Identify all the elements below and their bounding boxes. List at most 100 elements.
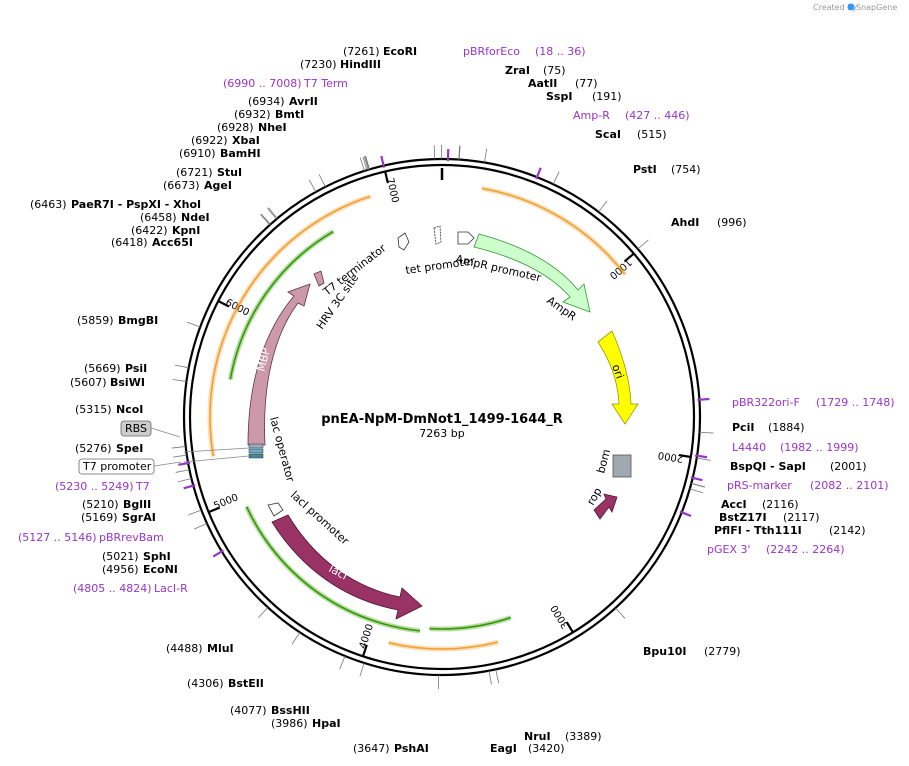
enzyme-site-line (186, 321, 201, 328)
mbp-arrow (247, 283, 311, 446)
enzyme-site-line (365, 155, 370, 170)
primer-range-pbr322ori-f: (1729 .. 1748) (816, 396, 895, 409)
enzyme-name-bglii: BglII (123, 498, 151, 511)
enzyme-site-line (637, 239, 649, 250)
enzyme-site-line (177, 478, 192, 483)
lac-operator-box (248, 443, 264, 449)
primer-range-t7: (5230 .. 5249) (55, 480, 134, 493)
primer-name-t7-term: T7 Term (303, 77, 348, 90)
t7-promoter-label: T7 promoter (82, 460, 152, 473)
enzyme-pos-psii: (5669) (84, 362, 121, 375)
enzyme-site-line (359, 157, 365, 172)
enzyme-name-sgrai: SgrAI (122, 511, 156, 524)
orf-arcs (207, 186, 627, 652)
enzyme-pos-bspqi: (2001) (830, 460, 867, 473)
enzyme-site-line (363, 156, 369, 170)
enzyme-name-agei: AgeI (204, 179, 232, 192)
primer-range-pbrforeco: (18 .. 36) (535, 45, 586, 58)
enzyme-name-hpai: HpaI (312, 717, 341, 730)
enzyme-site-line (458, 145, 461, 160)
primer-range-l4440: (1982 .. 1999) (780, 441, 859, 454)
enzyme-name-bmgbi: BmgBI (118, 314, 158, 327)
enzyme-pos-sgrai: (5169) (81, 511, 118, 524)
enzyme-pos-bsteii: (4306) (187, 677, 224, 690)
tick-mark (623, 252, 635, 263)
enzyme-pos-econi: (4956) (102, 563, 139, 576)
enzyme-pos-ahdi: (996) (717, 216, 747, 229)
t7-promoter-leader (153, 461, 182, 467)
enzyme-name-kpni: KpnI (172, 224, 200, 237)
enzyme-pos-agei: (6673) (163, 179, 200, 192)
rbs-label: RBS (125, 422, 147, 435)
enzyme-pos-bglii: (5210) (82, 498, 119, 511)
enzyme-site-line (488, 670, 492, 685)
enzyme-pos-avrii: (6934) (248, 95, 285, 108)
enzyme-name-hindiii: HindIII (340, 58, 381, 71)
tick-mark (361, 644, 368, 657)
primer-site-mark (679, 510, 692, 517)
enzyme-name-bsteii: BstEII (228, 677, 264, 690)
enzyme-name-bspqi: BspQI - SapI (730, 460, 806, 473)
enzyme-pos-bsiwi: (5607) (70, 376, 107, 389)
enzyme-pos-zrai: (75) (543, 64, 566, 77)
enzyme-site-line (359, 662, 365, 677)
backbone-inner (188, 163, 696, 671)
enzyme-site-line (458, 145, 461, 160)
primer-site-mark (694, 454, 708, 459)
enzyme-name-psii: PsiI (125, 362, 147, 375)
enzyme-name-ncoi: NcoI (116, 403, 143, 416)
enzyme-name-psti: PstI (633, 163, 657, 176)
enzyme-site-line (174, 364, 189, 369)
primer-site-mark (697, 397, 710, 401)
enzyme-name-bsiwi: BsiWI (110, 376, 145, 389)
enzyme-name-eagi: EagI (490, 742, 517, 755)
tet-promoter-arrow (433, 225, 442, 245)
label-ori: ori (609, 363, 626, 381)
enzyme-pos-ecori: (7261) (343, 45, 380, 58)
tick-label: 4000 (358, 623, 376, 651)
primer-site-mark (690, 476, 703, 482)
primer-site-mark (212, 549, 225, 558)
orf-arc-green-left-line (229, 230, 334, 380)
tick-mark (565, 621, 574, 633)
enzyme-pos-eagi: (3420) (528, 742, 565, 755)
enzyme-labels: (7261) EcoRI (7230) HindIII ZraI (75) Aa… (30, 45, 867, 755)
hrv-3c-site-mark (313, 270, 325, 287)
enzyme-site-line (188, 509, 202, 516)
enzyme-site-line (268, 207, 278, 219)
enzyme-site-line (689, 488, 704, 494)
enzyme-name-pcii: PciI (732, 421, 754, 434)
primer-name-laci-r: LacI-R (154, 582, 188, 595)
enzyme-site-line (172, 454, 187, 458)
orf-arc-bottom-line (388, 641, 499, 650)
tick-label: 2000 (657, 449, 684, 464)
enzyme-name-bpu10i: Bpu10I (643, 645, 687, 658)
enzyme-name-ecori: EcoRI (383, 45, 417, 58)
enzyme-pos-psti: (754) (671, 163, 701, 176)
primer-name-prs-marker: pRS-marker (727, 479, 792, 492)
t7-promoter-label-box (78, 458, 155, 475)
enzyme-name-zrai: ZraI (505, 64, 530, 77)
enzyme-name-spei: SpeI (116, 442, 143, 455)
enzyme-site-line (691, 483, 705, 488)
enzyme-pos-xbai: (6922) (191, 134, 228, 147)
enzyme-pos-nrui: (3389) (565, 730, 602, 743)
rbs-label-box (120, 420, 152, 437)
primer-name-amp-r: Amp-R (573, 109, 610, 122)
ori-arrow (597, 330, 639, 425)
enzyme-site-line (194, 523, 208, 530)
primer-site-mark (535, 167, 542, 180)
enzyme-pos-bmti: (6932) (234, 108, 271, 121)
label-mbp: MBP (254, 346, 273, 373)
enzyme-pos-bsshii: (4077) (230, 704, 267, 717)
enzyme-pos-bstz17i: (2117) (783, 511, 820, 524)
primer-range-prs-marker: (2082 .. 2101) (810, 479, 889, 492)
t7-promoter-box (248, 453, 264, 459)
t7-promoter-inner-leader (183, 455, 250, 463)
enzyme-pos-acc65i: (6418) (111, 236, 148, 249)
enzyme-site-line (552, 171, 560, 185)
enzyme-site-line (615, 607, 626, 619)
enzyme-pos-mlui: (4488) (166, 642, 203, 655)
enzyme-pos-ndei: (6458) (140, 211, 177, 224)
enzyme-name-ndei: NdeI (181, 211, 210, 224)
